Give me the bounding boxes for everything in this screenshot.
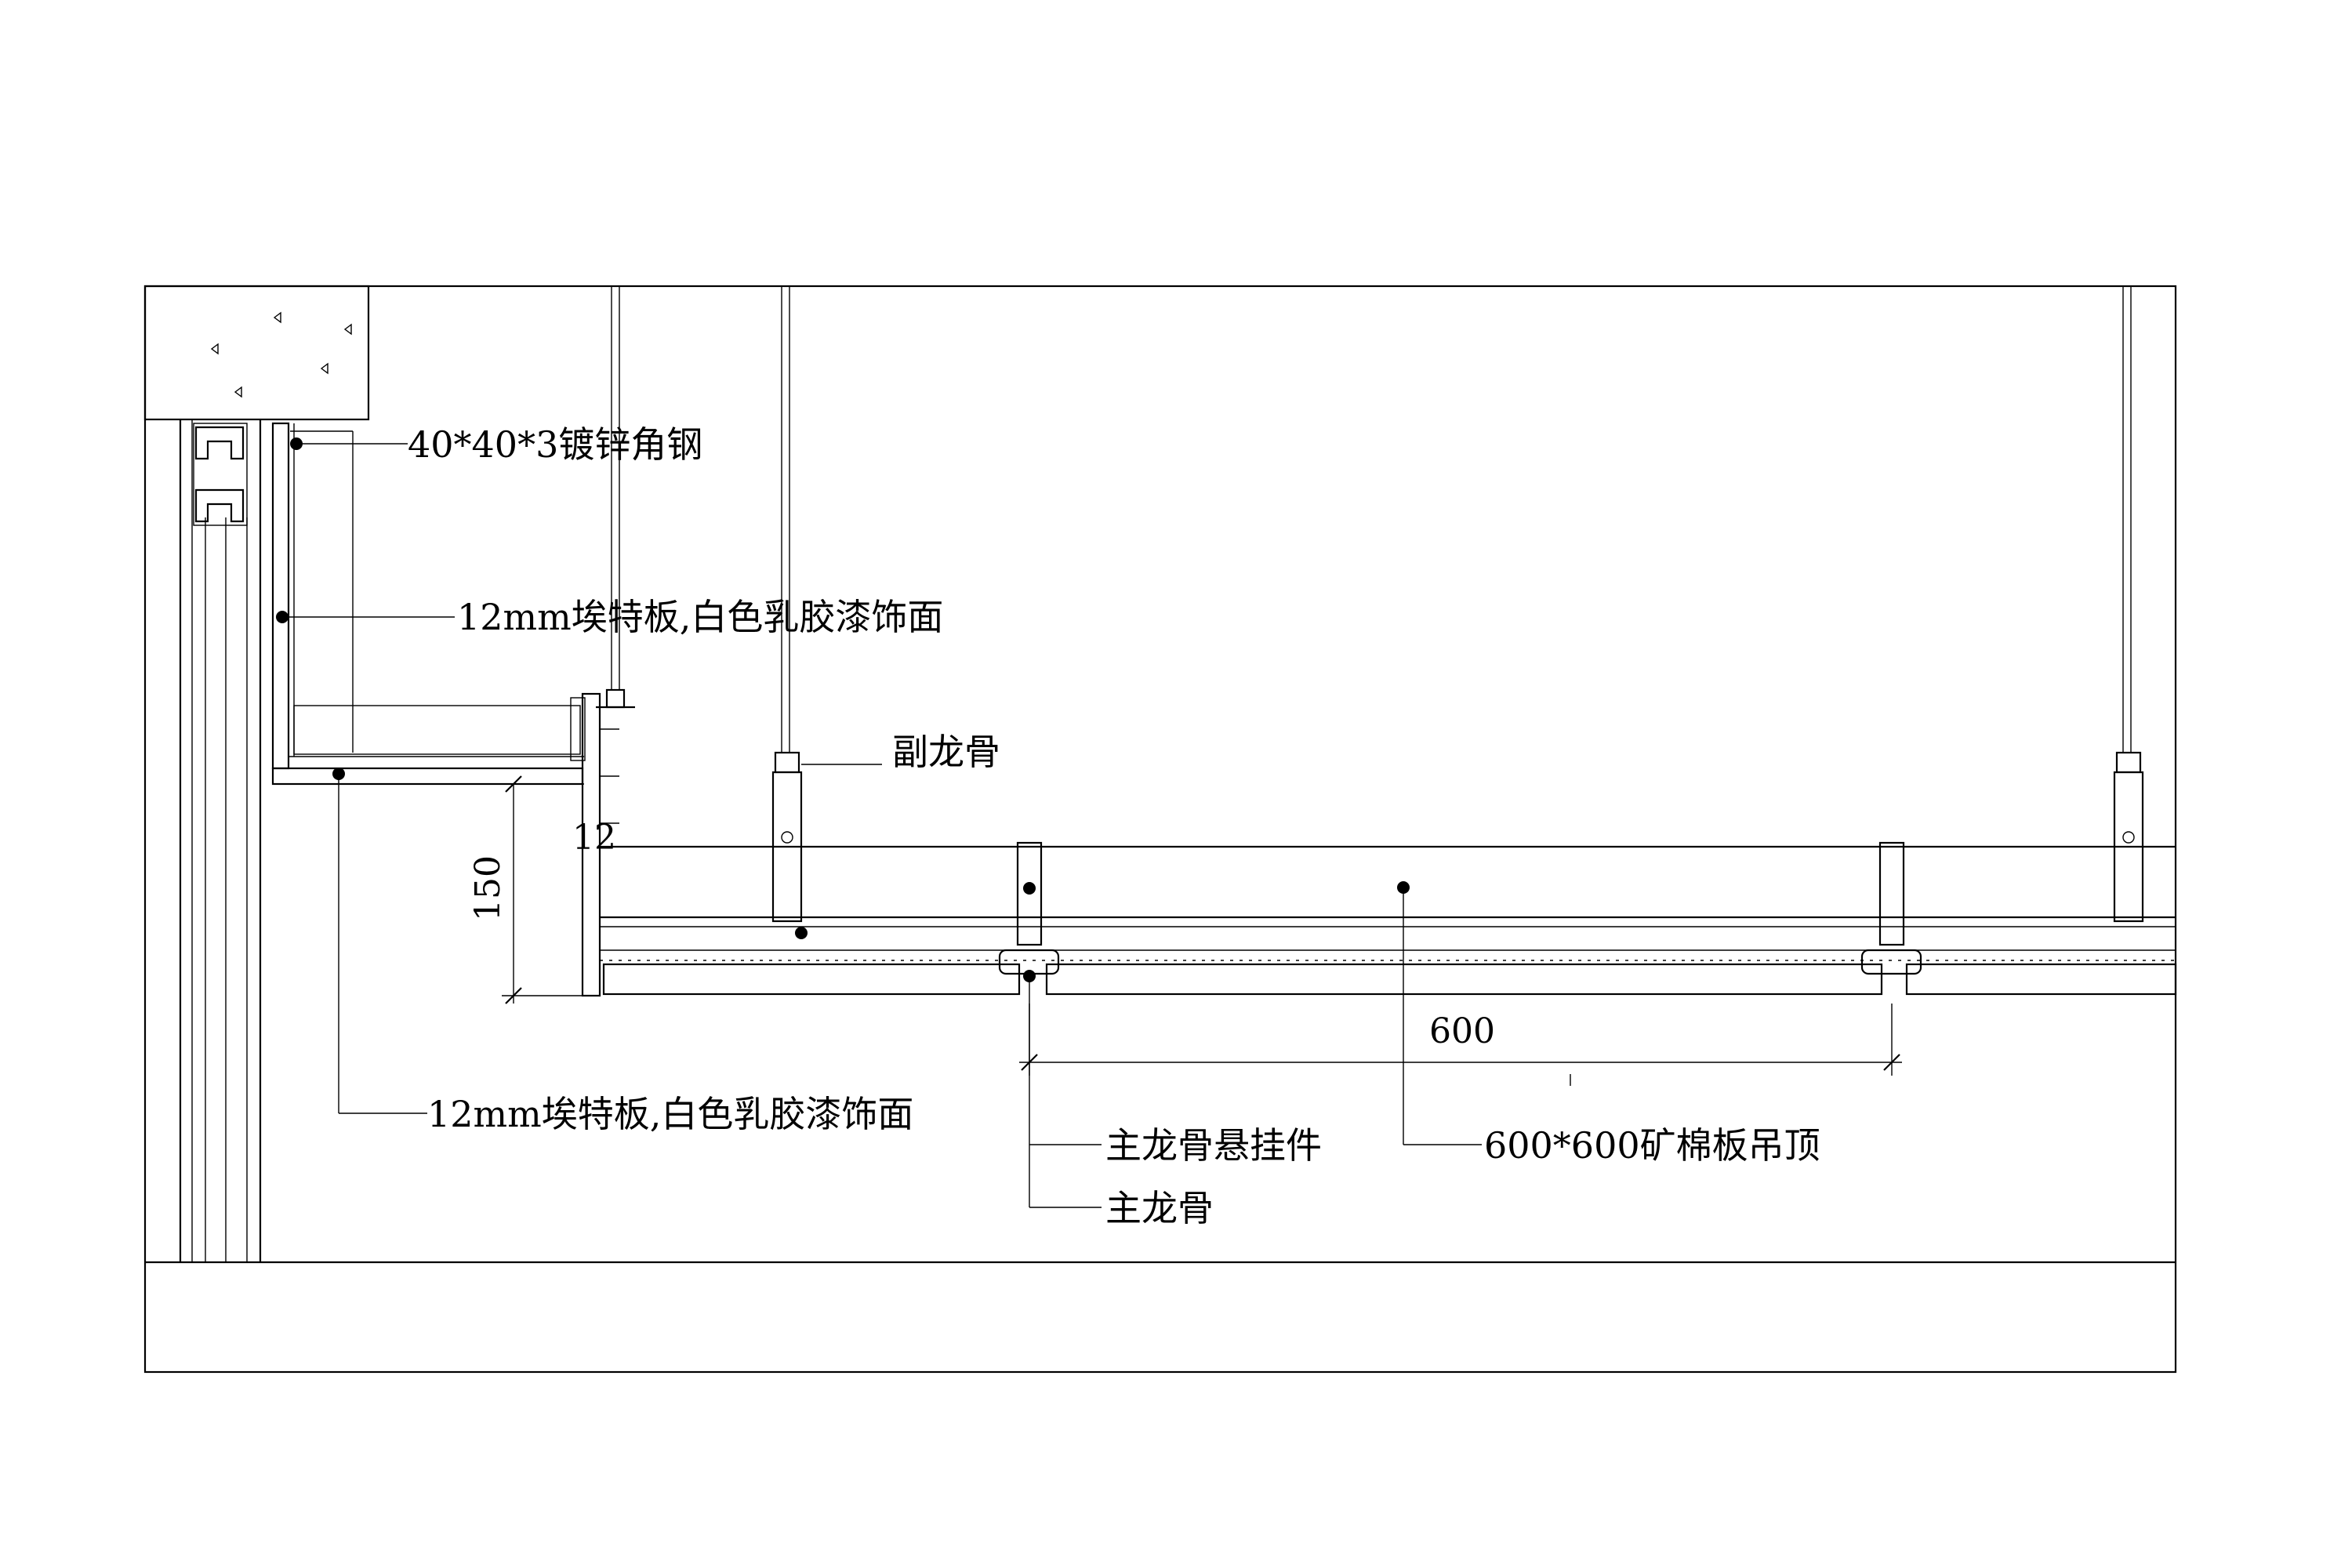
label-board-lower: 12mm埃特板,白色乳胶漆饰面 [427, 1093, 913, 1135]
secondary-keel-brackets [771, 771, 2144, 946]
label-board-upper: 12mm埃特板,白色乳胶漆饰面 [457, 596, 943, 638]
dimension-150 [502, 775, 584, 1004]
label-angle-steel: 40*40*3镀锌角钢 [408, 423, 702, 466]
hanger-rods [596, 286, 2142, 774]
dimension-12 [582, 815, 601, 870]
label-main-keel-hanger: 主龙骨悬挂件 [1105, 1124, 1322, 1167]
label-main-keel: 主龙骨 [1105, 1187, 1214, 1229]
dimension-thickness-label: 12 [572, 818, 616, 858]
drawing-frame [143, 285, 2177, 1374]
wall-window-frame [179, 419, 262, 1262]
bulkhead-box [271, 422, 619, 997]
label-secondary-keel: 副龙骨 [892, 731, 1000, 773]
dimension-height-label: 150 [468, 855, 508, 921]
leader-lines [276, 437, 1482, 1208]
label-mineral-board: 600*600矿棉板吊顶 [1484, 1124, 1820, 1167]
dimension-spacing-label: 600 [1429, 1011, 1495, 1051]
ceiling-layers [600, 845, 2177, 996]
concrete-beam [143, 285, 370, 421]
